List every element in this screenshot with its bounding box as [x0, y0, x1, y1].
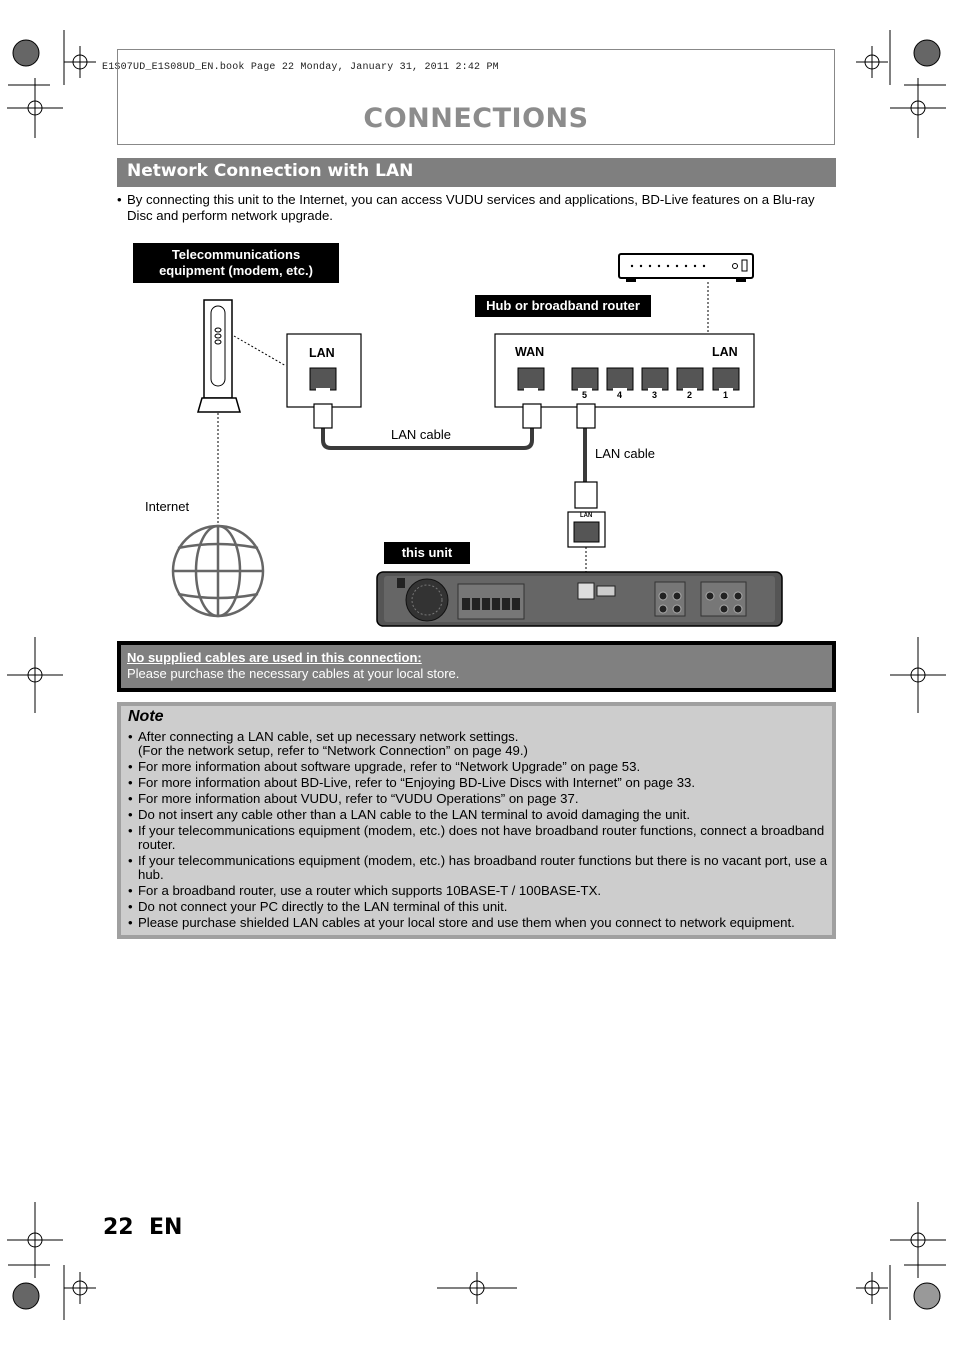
network-diagram: [171, 253, 783, 627]
header-frame: [117, 49, 835, 145]
note-list: After connecting a LAN cable, set up nec…: [128, 730, 828, 932]
wan-port-label: WAN: [515, 345, 545, 359]
modem-icon: [197, 299, 241, 413]
page-number: 22 EN: [103, 1215, 182, 1240]
port-number: 2: [687, 390, 693, 400]
this-unit-label: this unit: [384, 542, 470, 564]
telecom-label-line1: Telecommunications: [171, 247, 301, 262]
port-number: 3: [652, 390, 658, 400]
note-item: Do not insert any cable other than a LAN…: [128, 808, 828, 823]
book-info-line: E1S07UD_E1S08UD_EN.book Page 22 Monday, …: [102, 62, 499, 73]
note-item: Do not connect your PC directly to the L…: [128, 900, 828, 915]
lan-cable-label: LAN cable: [391, 427, 451, 442]
lan-cable-label: LAN cable: [595, 446, 655, 461]
port-number: 5: [582, 390, 588, 400]
cable-notice-heading: No supplied cables are used in this conn…: [127, 650, 422, 665]
port-number: 1: [723, 390, 729, 400]
note-item: For more information about VUDU, refer t…: [128, 792, 828, 807]
note-item-text: After connecting a LAN cable, set up nec…: [138, 729, 519, 744]
page-title: CONNECTIONS: [363, 103, 589, 134]
modem-lan-port-label: LAN: [309, 346, 335, 360]
globe-icon: [171, 524, 265, 618]
hub-label: Hub or broadband router: [475, 295, 651, 317]
note-item: If your telecommunications equipment (mo…: [128, 824, 828, 852]
page-language: EN: [148, 1215, 183, 1240]
note-item-subtext: (For the network setup, refer to “Networ…: [138, 743, 528, 758]
note-item: If your telecommunications equipment (mo…: [128, 854, 828, 882]
hub-lan-label: LAN: [712, 345, 738, 359]
unit-lan-port-label: LAN: [580, 513, 593, 519]
note-title: Note: [128, 708, 164, 725]
router-icon: [618, 253, 754, 282]
note-item: Please purchase shielded LAN cables at y…: [128, 916, 828, 931]
note-item: For more information about software upgr…: [128, 760, 828, 775]
cable-notice: [121, 645, 832, 688]
port-number: 4: [617, 390, 623, 400]
note-item: For more information about BD-Live, refe…: [128, 776, 828, 791]
cable-notice-body: Please purchase the necessary cables at …: [127, 666, 460, 681]
unit-rear-panel: [376, 571, 783, 627]
internet-label: Internet: [145, 499, 190, 514]
header-rule: [117, 49, 835, 50]
page-number-value: 22: [103, 1215, 134, 1240]
intro-paragraph: • By connecting this unit to the Interne…: [117, 192, 829, 224]
telecom-label: Telecommunications equipment (modem, etc…: [133, 243, 339, 283]
telecom-label-line2: equipment (modem, etc.): [159, 263, 313, 278]
note-item: After connecting a LAN cable, set up nec…: [128, 730, 828, 758]
section-header-bar: [117, 158, 836, 187]
intro-text: By connecting this unit to the Internet,…: [127, 192, 815, 223]
section-title: Network Connection with LAN: [127, 161, 414, 181]
note-item: For a broadband router, use a router whi…: [128, 884, 828, 899]
